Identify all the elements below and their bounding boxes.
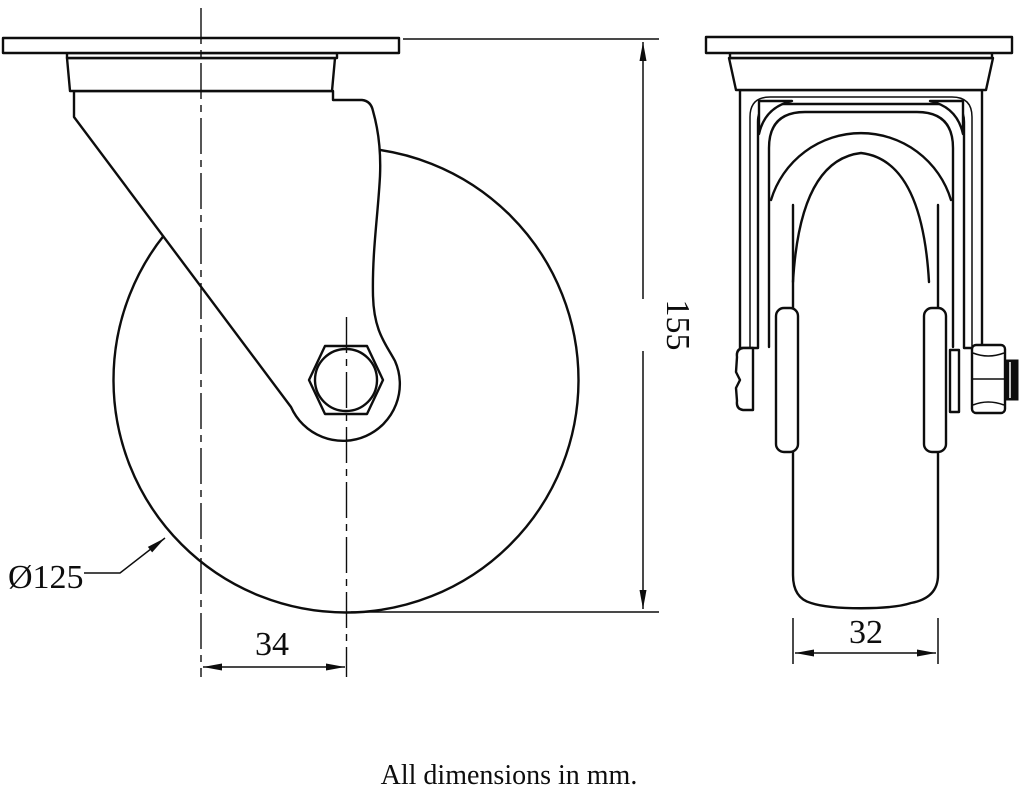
- dimension-wheel-diameter: Ø125: [8, 537, 166, 596]
- front-swivel-bearing: [727, 56, 995, 92]
- front-view: [704, 35, 1019, 610]
- dim-value-offset: 34: [255, 626, 289, 663]
- dimension-34: 34: [203, 626, 345, 671]
- side-view: [1, 8, 580, 677]
- front-axle-dome-head: [734, 346, 755, 412]
- dim-value-diameter: Ø125: [8, 559, 84, 596]
- front-tire-contour: [767, 110, 955, 349]
- side-swivel-fork: [72, 89, 402, 443]
- dimension-32: 32: [792, 614, 939, 664]
- dim-value-height: 155: [659, 300, 696, 351]
- dim-value-tread-width: 32: [849, 614, 883, 651]
- dimension-155: 155: [351, 38, 696, 613]
- front-hex-nut-chamfer-top: [972, 352, 1005, 357]
- front-axle-thread-stub: [1004, 359, 1019, 401]
- front-axle-washer: [948, 348, 961, 414]
- leader-line-diameter: [84, 537, 166, 574]
- front-tire-crown-arc-inner: [791, 151, 931, 284]
- front-fork: [738, 88, 984, 350]
- front-fork-gusset-left: [757, 99, 794, 136]
- front-hub-cap-right: [922, 306, 948, 454]
- front-hex-nut-chamfer-bottom: [972, 401, 1005, 406]
- front-top-plate: [704, 35, 1014, 55]
- front-fork-gusset-right: [928, 99, 965, 136]
- front-fork-fold-line: [749, 96, 973, 348]
- front-hub-cap-left: [774, 306, 800, 454]
- front-tire-crown-arc-outer: [769, 131, 953, 202]
- footer-note: All dimensions in mm.: [381, 760, 638, 791]
- front-wheel-tread: [791, 203, 940, 610]
